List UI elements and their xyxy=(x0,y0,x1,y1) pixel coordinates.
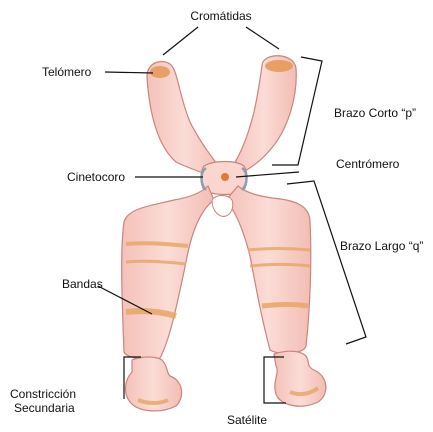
band-right-1 xyxy=(248,249,310,251)
left-upper-arm xyxy=(147,62,222,178)
label-centromero: Centrómero xyxy=(336,157,399,171)
band-right-2 xyxy=(250,265,310,267)
label-brazo-corto: Brazo Corto “p” xyxy=(334,106,416,120)
band-right-3 xyxy=(262,305,308,307)
label-cromatidas: Cromátidas xyxy=(176,9,266,23)
label-cinetocoro: Cinetocoro xyxy=(67,170,125,184)
label-constriccion-1: Constricción xyxy=(10,387,76,401)
telomero-line xyxy=(105,72,153,73)
centromere-dot xyxy=(221,173,229,181)
label-brazo-largo: Brazo Largo “q” xyxy=(340,239,423,253)
right-upper-arm xyxy=(230,56,296,176)
label-constriccion-2: Secundaria xyxy=(14,401,75,415)
telomere-right xyxy=(265,60,293,72)
label-satelite: Satélite xyxy=(227,413,267,427)
right-lower-arm xyxy=(226,186,311,353)
label-bandas: Bandas xyxy=(62,277,103,291)
telomere-left xyxy=(150,66,170,78)
label-telomero: Telómero xyxy=(42,65,91,79)
lower-notch xyxy=(212,196,233,217)
left-lower-arm xyxy=(122,186,214,360)
cromatidas-line-left xyxy=(163,27,198,55)
cromatidas-line-right xyxy=(246,27,279,49)
right-satellite xyxy=(274,351,326,406)
